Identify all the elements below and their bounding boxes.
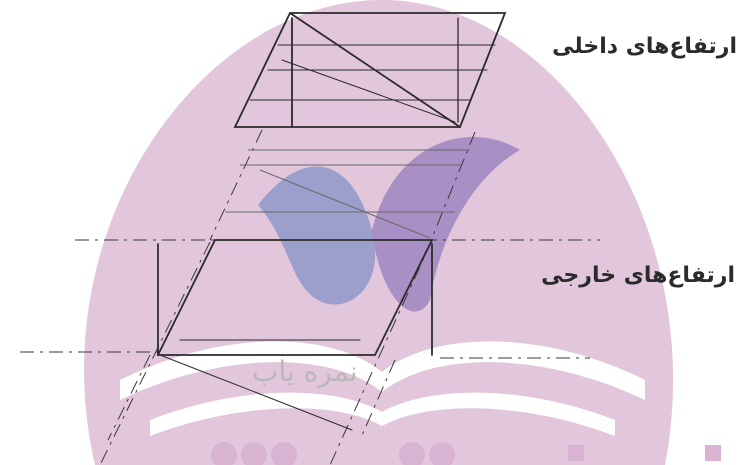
watermark-wave-right	[372, 136, 520, 312]
top-lower-diagonal	[281, 59, 456, 123]
inner-heights-sketch	[233, 12, 507, 128]
construction-lines	[225, 149, 470, 239]
watermark-wave-left	[258, 166, 376, 305]
bottom-parallelogram	[156, 239, 434, 356]
projection-lines	[20, 129, 600, 465]
watermark-book-left	[120, 341, 382, 400]
outer-heights-label: ارتفاع‌های خارجی	[541, 263, 735, 288]
outer-heights-sketch	[156, 239, 434, 431]
watermark-dots	[211, 442, 721, 465]
watermark-book-right-2	[382, 392, 615, 436]
inner-heights-label: ارتفاع‌های داخلی	[552, 34, 737, 59]
watermark-text: نمره یاب	[252, 355, 358, 388]
watermark-book-right	[382, 341, 645, 400]
watermark-logo	[84, 0, 721, 465]
bottom-shadow-diagonal	[159, 354, 353, 431]
watermark-book-left-2	[150, 392, 382, 436]
